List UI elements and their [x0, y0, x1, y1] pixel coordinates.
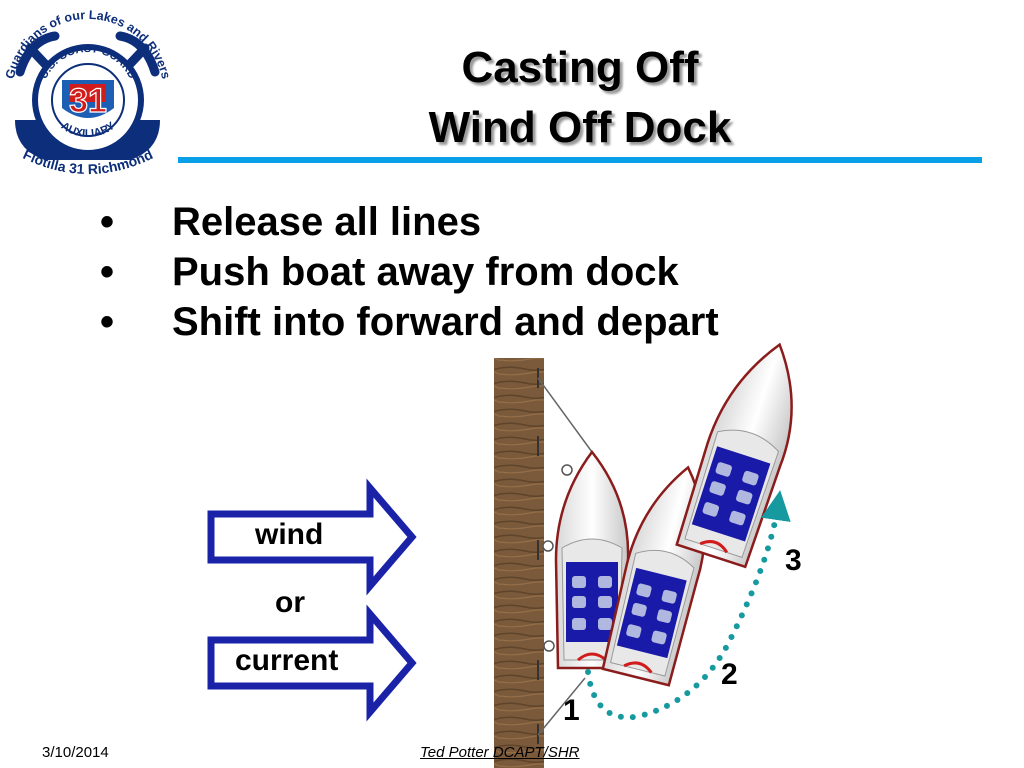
title-line-1: Casting Off — [461, 43, 699, 92]
flotilla-logo: Guardians of our Lakes and Rivers U.S. C… — [3, 8, 173, 177]
bullet-dot-icon: • — [100, 300, 115, 344]
bullet-item: • Release all lines — [100, 197, 719, 247]
bullet-text: Shift into forward and depart — [172, 300, 719, 344]
or-label: or — [275, 586, 305, 619]
slide-title: Casting Off Wind Off Dock — [330, 38, 830, 158]
departure-path — [585, 490, 791, 721]
step-3-label: 3 — [785, 544, 802, 577]
bullet-dot-icon: • — [100, 250, 115, 294]
title-divider — [178, 157, 982, 163]
footer-author: Ted Potter DCAPT/SHR — [420, 744, 580, 761]
bullet-item: • Shift into forward and depart — [100, 297, 719, 347]
bullet-text: Push boat away from dock — [172, 250, 679, 294]
title-line-2: Wind Off Dock — [428, 103, 732, 152]
current-arrow-icon — [207, 604, 417, 722]
boat-position-1 — [554, 449, 630, 670]
current-label: current — [235, 644, 339, 677]
dock — [494, 358, 544, 768]
step-2-label: 2 — [721, 658, 738, 691]
logo-center-number: 31 — [69, 82, 107, 120]
boat-position-3 — [675, 342, 793, 569]
fender-icon — [542, 464, 573, 652]
wind-label: wind — [255, 518, 324, 551]
bullet-item: • Push boat away from dock — [100, 247, 719, 297]
step-1-label: 1 — [563, 694, 580, 727]
footer-date: 3/10/2014 — [42, 744, 109, 761]
bullet-list: • Release all lines • Push boat away from … — [100, 197, 719, 347]
boat-position-2 — [601, 465, 706, 687]
bullet-dot-icon: • — [100, 200, 115, 244]
wind-arrow-icon — [207, 478, 417, 596]
bullet-text: Release all lines — [172, 200, 482, 244]
